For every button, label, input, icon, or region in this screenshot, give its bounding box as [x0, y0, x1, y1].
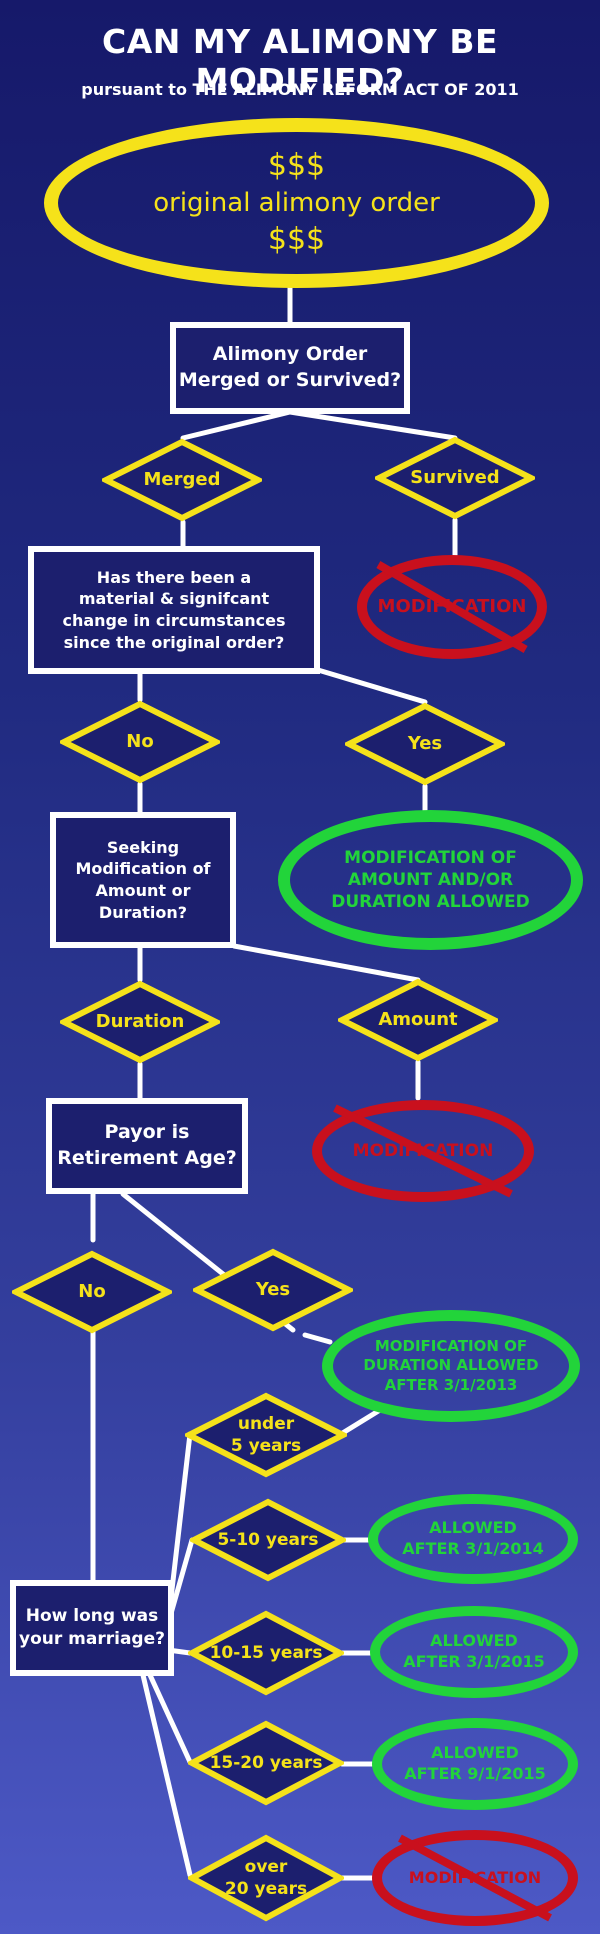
connector-line	[287, 409, 458, 441]
amount-diamond: Amount	[338, 978, 498, 1062]
start-top-dollars: $$$	[267, 148, 326, 183]
diamond-label: 10-15 years	[209, 1642, 323, 1663]
diamond-label: Yes	[255, 1279, 291, 1301]
box-line: Alimony Order	[212, 343, 368, 366]
no-modification-oval-3: MODIFICATION	[372, 1830, 578, 1926]
box-line: your marriage?	[19, 1629, 165, 1649]
diamond-label: No	[126, 731, 154, 753]
box-line: How long was	[25, 1606, 159, 1627]
diamond-label: No	[78, 1281, 106, 1303]
diamond-line: under	[237, 1413, 295, 1434]
oval-line: ALLOWED	[430, 1631, 518, 1651]
no-modification-label: MODIFICATION	[352, 1140, 494, 1161]
box-line: since the original order?	[63, 632, 285, 652]
connector-line	[147, 1672, 193, 1765]
5-10-years-diamond: 5-10 years	[190, 1498, 346, 1582]
no-modification-label: MODIFICATION	[377, 596, 527, 618]
no-modification-oval-1: MODIFICATION	[357, 555, 547, 659]
diamond-line: 5 years	[230, 1436, 302, 1456]
box-line: Duration?	[98, 902, 188, 922]
merged-or-survived-box: Alimony Order Merged or Survived?	[170, 322, 410, 414]
oval-line: DURATION ALLOWED	[363, 1356, 539, 1375]
allowed-2014-oval: ALLOWED AFTER 3/1/2014	[368, 1494, 578, 1584]
diamond-label: Amount	[378, 1009, 458, 1031]
box-line: Merged or Survived?	[178, 369, 402, 391]
start-bottom-dollars: $$$	[267, 221, 326, 257]
oval-line: AFTER 3/1/2015	[403, 1652, 545, 1671]
oval-line: DURATION ALLOWED	[331, 892, 530, 913]
start-oval: $$$ original alimony order $$$	[44, 118, 549, 288]
10-15-years-diamond: 10-15 years	[188, 1610, 344, 1696]
page-subtitle: pursuant to THE ALIMONY REFORM ACT OF 20…	[81, 80, 519, 99]
page-title: CAN MY ALIMONY BE MODIFIED?	[101, 22, 499, 100]
modification-allowed-oval: MODIFICATION OF AMOUNT AND/OR DURATION A…	[278, 810, 583, 950]
connector-line	[315, 667, 428, 705]
diamond-label: 5-10 years	[217, 1529, 319, 1550]
material-change-box: Has there been a material & signifcant c…	[28, 546, 320, 674]
connector-line	[140, 1672, 193, 1878]
box-line: Seeking	[106, 837, 180, 857]
box-line: Retirement Age?	[57, 1147, 237, 1169]
oval-line: AFTER 9/1/2015	[404, 1764, 546, 1783]
diamond-line: 20 years	[224, 1879, 308, 1899]
oval-line: AMOUNT AND/OR	[347, 869, 514, 890]
marriage-length-box: How long was your marriage?	[10, 1580, 174, 1676]
yes-diamond-2: Yes	[193, 1248, 353, 1332]
amount-or-duration-box: Seeking Modification of Amount or Durati…	[50, 812, 236, 948]
start-label: original alimony order	[153, 187, 440, 218]
merged-diamond: Merged	[102, 438, 262, 522]
diamond-label: 15-20 years	[209, 1752, 323, 1773]
box-line: Has there been a	[96, 567, 252, 587]
no-diamond-1: No	[60, 700, 220, 784]
oval-line: ALLOWED	[431, 1743, 519, 1763]
duration-diamond: Duration	[60, 980, 220, 1064]
oval-line: AFTER 3/1/2014	[402, 1539, 544, 1558]
allowed-2015a-oval: ALLOWED AFTER 3/1/2015	[370, 1606, 578, 1698]
allowed-2013-oval: MODIFICATION OF DURATION ALLOWED AFTER 3…	[322, 1310, 580, 1422]
retirement-age-box: Payor is Retirement Age?	[46, 1098, 248, 1194]
connector-line	[180, 409, 293, 441]
no-modification-oval-2: MODIFICATION	[312, 1100, 534, 1202]
connector-line	[302, 1332, 333, 1345]
diamond-label: Merged	[143, 469, 221, 491]
box-line: Amount or	[95, 881, 191, 900]
box-line: Payor is	[104, 1121, 190, 1144]
15-20-years-diamond: 15-20 years	[188, 1720, 344, 1806]
diamond-line: over	[244, 1856, 288, 1877]
diamond-label: Survived	[410, 467, 500, 489]
under-5-years-diamond: under 5 years	[185, 1392, 347, 1478]
diamond-label: Duration	[95, 1011, 185, 1033]
yes-diamond-1: Yes	[345, 702, 505, 786]
oval-line: AFTER 3/1/2013	[384, 1375, 518, 1394]
oval-line: MODIFICATION OF	[344, 847, 517, 868]
oval-line: MODIFICATION OF	[374, 1336, 528, 1355]
oval-line: ALLOWED	[429, 1518, 517, 1538]
no-modification-label: MODIFICATION	[408, 1867, 542, 1887]
box-line: Modification of	[75, 859, 211, 879]
survived-diamond: Survived	[375, 436, 535, 520]
connector-line	[231, 943, 421, 983]
box-line: material & signifcant	[78, 589, 270, 609]
no-diamond-2: No	[12, 1250, 172, 1334]
allowed-2015b-oval: ALLOWED AFTER 9/1/2015	[372, 1718, 578, 1810]
diamond-label: Yes	[407, 733, 443, 755]
over-20-years-diamond: over 20 years	[188, 1834, 344, 1922]
box-line: change in circumstances	[62, 611, 286, 630]
